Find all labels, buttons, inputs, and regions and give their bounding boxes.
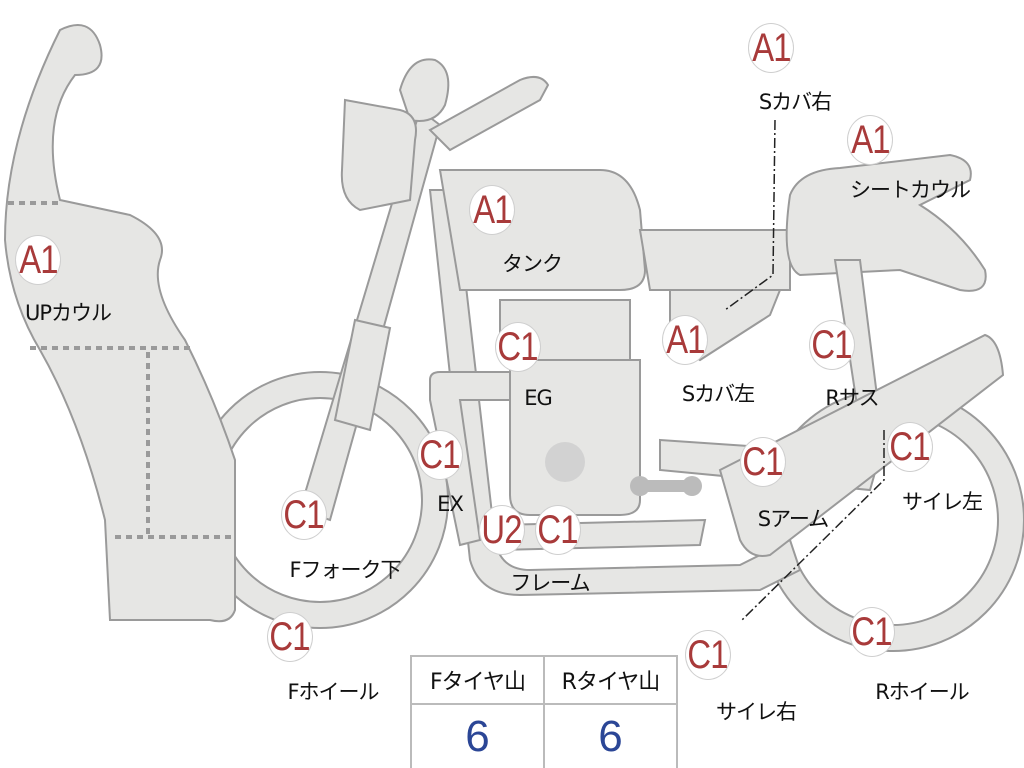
label-exhaust: EX — [437, 492, 464, 516]
grade-badge-frame-c1: C1 — [535, 505, 581, 555]
grade-badge-engine: C1 — [495, 322, 541, 372]
grade-badge-rear-suspension: C1 — [809, 320, 855, 370]
grade-badge-tank: A1 — [469, 185, 515, 235]
label-engine: EG — [524, 386, 553, 410]
label-swing-arm: Sアーム — [757, 507, 829, 531]
grade-badge-front-fork-lower: C1 — [281, 490, 327, 540]
leader-line-silencer — [741, 430, 885, 621]
label-silencer-left: サイレ左 — [902, 490, 983, 514]
label-front-wheel: Fホイール — [287, 680, 379, 704]
label-frame: フレーム — [510, 571, 590, 595]
seat-shape — [638, 229, 791, 291]
grade-badge-swing-arm: C1 — [740, 437, 786, 487]
front-tire-value: 6 — [410, 703, 545, 768]
label-rear-suspension: Rサス — [825, 386, 879, 410]
grade-badge-silencer-left: C1 — [887, 422, 933, 472]
exhaust-shape — [429, 371, 511, 547]
grade-badge-silencer-right: C1 — [685, 630, 731, 680]
grade-badge-frame-u2: U2 — [479, 505, 525, 555]
upper-cowl-shape — [3, 24, 236, 623]
label-side-cover-right: Sカバ右 — [758, 90, 832, 114]
label-side-cover-left: Sカバ左 — [681, 382, 755, 406]
grade-badge-side-cover-left: A1 — [662, 315, 708, 365]
rear-tire-value: 6 — [543, 703, 678, 768]
tire-tread-table: Fタイヤ山 Rタイヤ山 6 6 — [410, 655, 678, 768]
leader-line-side-cover-right — [724, 119, 776, 311]
rear-tire-header: Rタイヤ山 — [543, 655, 678, 705]
label-front-fork-lower: Fフォーク下 — [289, 558, 401, 582]
silencer-shape — [718, 333, 1005, 557]
label-up-cowl: UPカウル — [25, 301, 112, 325]
front-tire-header: Fタイヤ山 — [410, 655, 545, 705]
label-tank: タンク — [502, 252, 563, 276]
seat-cowl-shape — [785, 153, 987, 292]
label-silencer-right: サイレ右 — [716, 700, 797, 724]
label-rear-wheel: Rホイール — [875, 680, 970, 704]
grade-badge-exhaust: C1 — [417, 430, 463, 480]
grade-badge-rear-wheel: C1 — [849, 607, 895, 657]
grade-badge-seat-cowl: A1 — [847, 115, 893, 165]
label-seat-cowl: シートカウル — [850, 178, 971, 202]
grade-badge-front-wheel: C1 — [267, 612, 313, 662]
grade-badge-side-cover-right: A1 — [748, 23, 794, 73]
grade-badge-up-cowl: A1 — [15, 235, 61, 285]
